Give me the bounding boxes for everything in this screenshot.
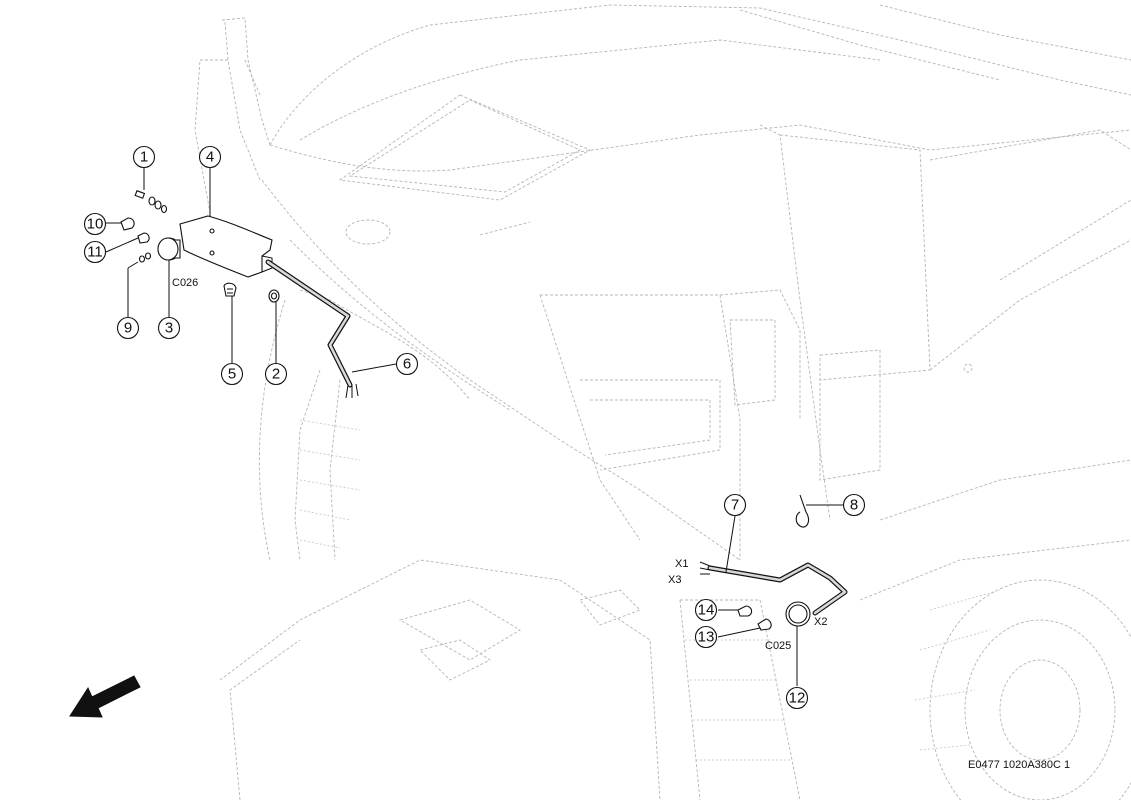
svg-text:9: 9 bbox=[124, 320, 132, 337]
leader-lines bbox=[105, 167, 843, 686]
svg-text:6: 6 bbox=[403, 356, 411, 373]
callouts: 1 2 3 4 5 6 7 8 9 10 11 12 13 14 bbox=[83, 145, 866, 710]
direction-arrow-icon bbox=[69, 675, 141, 718]
callout-1: 1 bbox=[132, 145, 156, 169]
bulb-11-icon bbox=[137, 232, 150, 244]
svg-text:3: 3 bbox=[165, 320, 173, 337]
connector-labels: C026 C025 X1 X3 X2 bbox=[172, 277, 827, 652]
svg-text:1: 1 bbox=[140, 149, 148, 166]
svg-text:14: 14 bbox=[698, 602, 715, 619]
connector-label-c026: C026 bbox=[172, 277, 198, 289]
callout-3: 3 bbox=[157, 316, 181, 340]
callout-9: 9 bbox=[116, 316, 140, 340]
callout-4: 4 bbox=[198, 145, 222, 169]
tractor-background bbox=[194, 4, 1131, 800]
callout-8: 8 bbox=[842, 493, 866, 517]
svg-text:4: 4 bbox=[206, 149, 214, 166]
svg-text:11: 11 bbox=[87, 244, 103, 261]
connector-label-x2: X2 bbox=[814, 616, 827, 628]
bulb-10-icon bbox=[120, 217, 135, 231]
callout-5: 5 bbox=[220, 362, 244, 386]
callout-14: 14 bbox=[694, 598, 718, 622]
light-bracket bbox=[179, 215, 273, 278]
connector-label-c025: C025 bbox=[765, 640, 791, 652]
callout-2: 2 bbox=[264, 362, 288, 386]
callout-6: 6 bbox=[395, 352, 419, 376]
cable-tie-icon bbox=[795, 494, 809, 528]
bulb-14-icon bbox=[737, 605, 753, 617]
svg-text:12: 12 bbox=[789, 690, 806, 707]
svg-text:7: 7 bbox=[731, 497, 739, 514]
drawing-code: E0477 1020A380C 1 bbox=[968, 759, 1070, 771]
connector-label-x1: X1 bbox=[675, 558, 688, 570]
left-light-assembly bbox=[120, 190, 359, 399]
clip-icon bbox=[223, 282, 237, 297]
callout-13: 13 bbox=[694, 625, 718, 649]
bulb-13-icon bbox=[757, 618, 772, 631]
callout-10: 10 bbox=[83, 212, 107, 236]
connector-label-x3: X3 bbox=[668, 574, 681, 586]
right-light-assembly bbox=[699, 494, 848, 631]
callout-12: 12 bbox=[785, 686, 809, 710]
svg-text:8: 8 bbox=[850, 497, 858, 514]
svg-text:10: 10 bbox=[87, 216, 104, 233]
callout-11: 11 bbox=[83, 240, 107, 264]
callout-7: 7 bbox=[723, 493, 747, 517]
svg-text:13: 13 bbox=[698, 629, 715, 646]
svg-text:2: 2 bbox=[272, 366, 280, 383]
svg-text:5: 5 bbox=[228, 366, 236, 383]
